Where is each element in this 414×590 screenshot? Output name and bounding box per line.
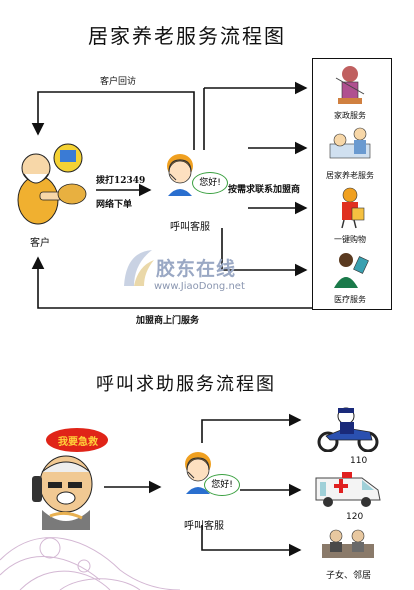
target-label-family: 子女、邻居 <box>326 571 372 581</box>
customer-illustration <box>10 140 100 230</box>
onsite-service-label: 加盟商上门服务 <box>136 316 200 326</box>
online-order-label: 网络下单 <box>96 200 133 210</box>
dial-label: 拨打12349 <box>96 176 146 186</box>
urgent-bubble-text: 我要急救 <box>58 437 98 448</box>
ambulance-illustration <box>312 468 384 510</box>
service-label-housekeeping: 家政服务 <box>334 111 366 120</box>
medical-illustration <box>330 250 370 290</box>
greeting-bubble: 您好! <box>192 172 228 194</box>
feedback-label: 客户回访 <box>100 77 137 87</box>
police-illustration <box>316 406 382 452</box>
watermark-brand: 胶东在线 <box>156 258 237 280</box>
shopping-illustration <box>332 186 368 230</box>
eldercare-illustration <box>326 124 374 166</box>
decorative-swirl <box>0 537 181 590</box>
housekeeping-illustration <box>330 64 370 108</box>
greeting-bubble-2: 您好! <box>204 474 240 496</box>
urgent-bubble <box>46 428 108 452</box>
flowchart-title-home-care: 居家养老服务流程图 <box>88 24 286 48</box>
feedback-arrow <box>31 91 195 150</box>
service-label-medical: 医疗服务 <box>334 295 366 304</box>
callcenter-label-2: 呼叫客服 <box>184 521 224 532</box>
onsite-arrow <box>31 256 312 309</box>
target-label-police: 110 <box>350 456 368 466</box>
service-label-eldercare: 居家养老服务 <box>326 171 374 180</box>
watermark-url: www.JiaoDong.net <box>154 281 245 292</box>
family-neighbors-illustration <box>318 526 378 562</box>
contact-franchisee-label: 按需求联系加盟商 <box>228 185 301 195</box>
customer-label: 客户 <box>30 238 50 249</box>
target-label-ambulance: 120 <box>346 512 364 522</box>
service-label-shopping: 一键购物 <box>334 235 366 244</box>
callcenter-agent-illustration-2 <box>178 450 218 498</box>
caller-illustration <box>26 452 104 532</box>
services-box <box>312 58 392 310</box>
flowchart-title-emergency: 呼叫求助服务流程图 <box>96 374 276 395</box>
callcenter-label: 呼叫客服 <box>170 222 210 233</box>
callcenter-agent-illustration <box>160 152 200 200</box>
jiaodong-logo-icon <box>120 246 156 290</box>
